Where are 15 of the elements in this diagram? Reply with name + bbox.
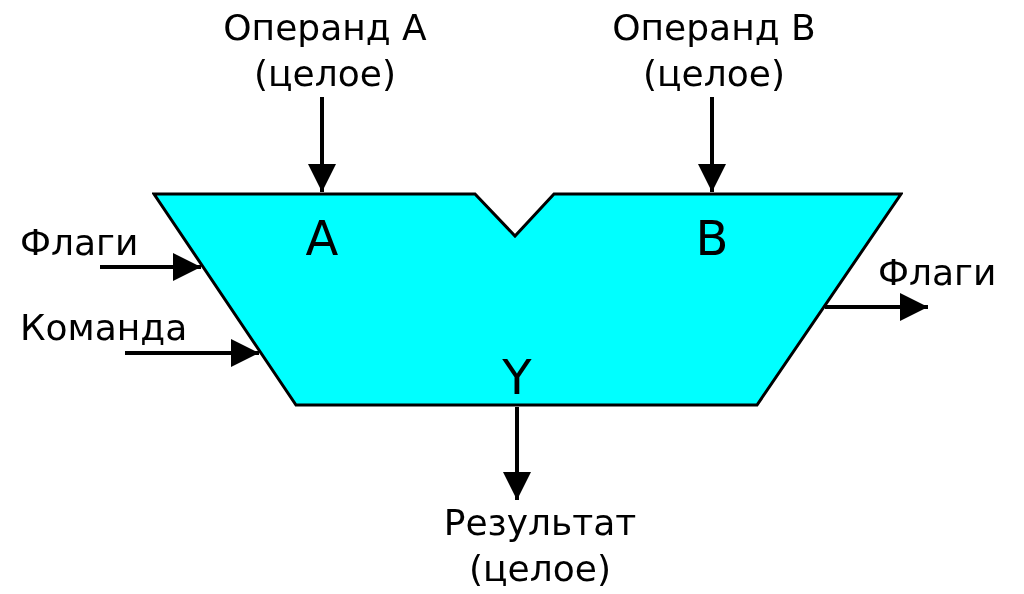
arrow <box>503 407 531 500</box>
input-label: Операнд B (целое) <box>589 5 839 97</box>
port-label: A <box>305 212 339 264</box>
input-label: Флаги <box>20 220 162 267</box>
arrow <box>125 339 259 367</box>
input-label: Операнд A (целое) <box>200 5 450 97</box>
arrow <box>698 97 726 192</box>
input-label: Команда <box>20 305 220 353</box>
output-label: Флаги <box>878 250 1018 307</box>
output-label: Результат (целое) <box>415 500 665 592</box>
port-label: B <box>695 212 729 264</box>
port-label: Y <box>502 351 532 403</box>
arrow <box>308 97 336 192</box>
arrow <box>100 253 201 281</box>
arrow <box>825 293 928 321</box>
